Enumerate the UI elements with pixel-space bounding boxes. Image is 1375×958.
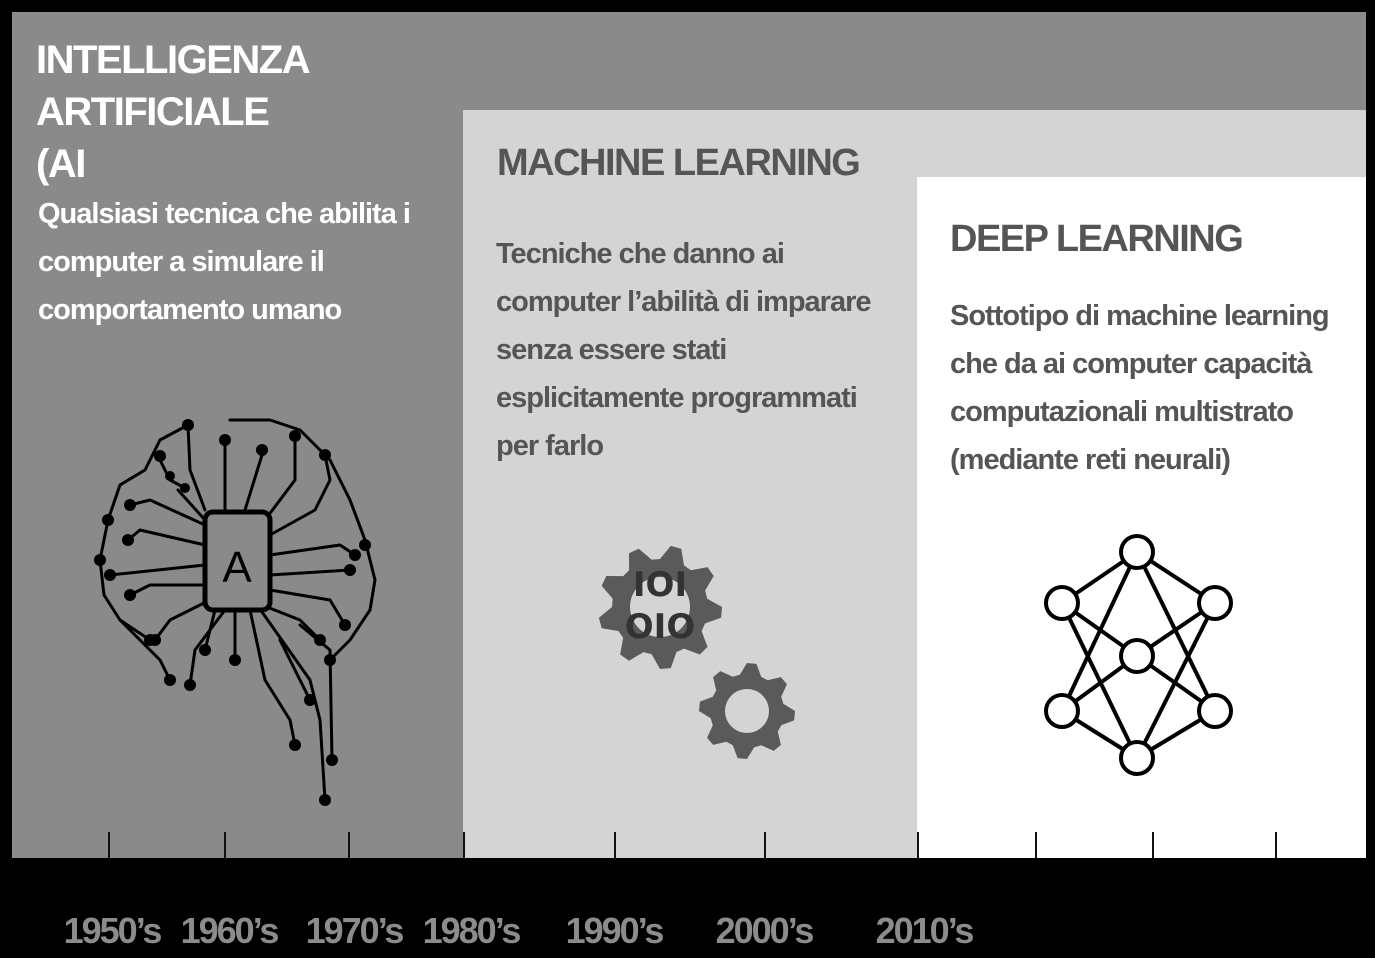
ai-title-line1: INTELLIGENZA ARTIFICIALE [36,38,309,134]
timeline-year: 1960’s [180,910,280,951]
timeline-tick [1275,832,1277,858]
timeline-year: 1990’s [565,910,665,951]
timeline-year: 1950’s [63,910,163,951]
timeline-tick [1152,832,1154,858]
timeline-tick [614,832,616,858]
timeline-year: 2010’s [875,910,975,951]
gear-big-shape [598,545,722,669]
timeline-tick [1035,832,1037,858]
ml-description: Tecniche che danno ai computer l’abilità… [496,238,872,462]
timeline-tick [348,832,350,858]
timeline-year: 1980’s [422,910,522,951]
binary-line1: IOI [633,565,687,605]
gear-small-shape [699,663,795,759]
timeline-tick [224,832,226,858]
ml-title: MACHINE LEARNING [497,142,861,184]
timeline-tick [108,832,110,858]
dl-description: Sottotipo di machine learning che da ai … [950,300,1330,476]
dl-title: DEEP LEARNING [950,218,1244,260]
timeline-year: 2000’s [715,910,815,951]
ai-title: INTELLIGENZA ARTIFICIALE (AI [36,34,476,190]
timeline-tick [917,832,919,858]
timeline-tick [764,832,766,858]
ai-title-line2: (AI [36,142,86,186]
binary-line2: OIO [625,607,695,647]
timeline-tick [463,832,465,858]
chip-label: A [222,543,252,592]
timeline-bar [12,858,1366,958]
ai-description: Qualsiasi tecnica che abilita i computer… [38,198,411,326]
timeline-year: 1970’s [305,910,405,951]
